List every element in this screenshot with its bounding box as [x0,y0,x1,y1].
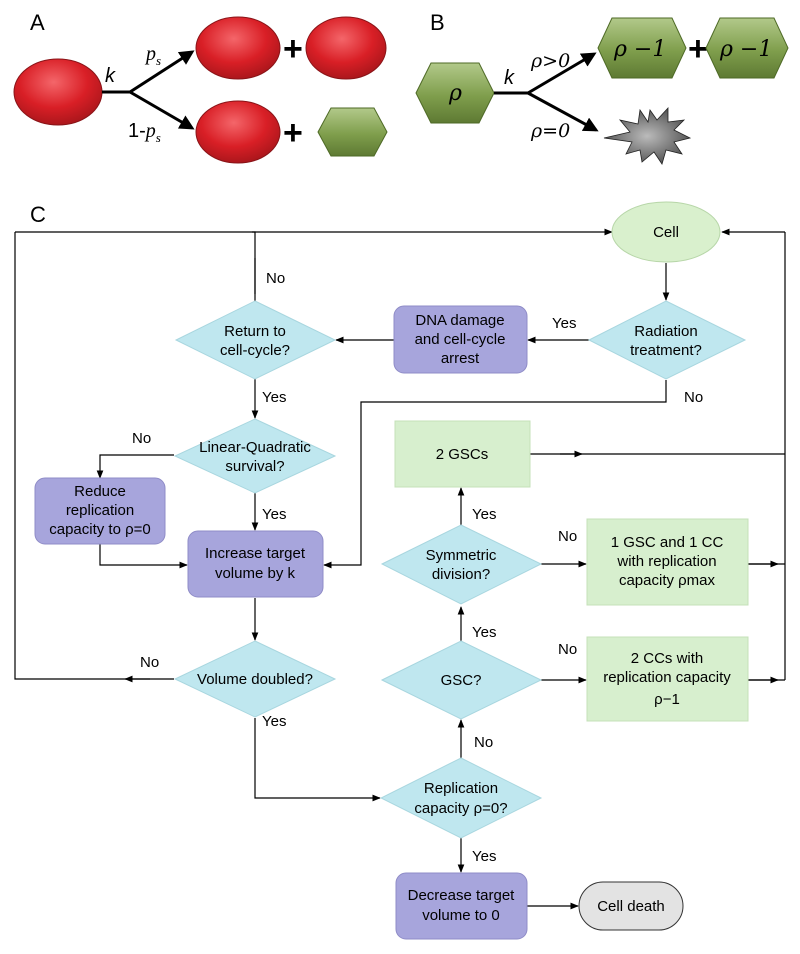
panel-b-cond-upper: ρ>0 [530,50,570,72]
svg-text:Increase target: Increase target [205,545,306,562]
panel-b-parent: ρ [448,81,462,106]
edge-radiation-no [323,380,667,569]
node-return-cell-cycle: Return to cell-cycle? [174,300,337,380]
edge-volume-replication [254,718,381,802]
svg-text:replication: replication [66,502,134,519]
panel-a-rate: k [105,65,116,87]
svg-text:ρ−1: ρ−1 [654,691,680,708]
panel-b-child-2: ρ −1 [719,37,772,62]
node-cell: Cell [611,201,721,263]
svg-text:Linear-Quadratic: Linear-Quadratic [199,439,311,456]
label-radiation-no: No [684,389,703,406]
svg-text:replication capacity: replication capacity [603,669,731,686]
edge-a-lower [129,90,195,130]
label-lq-no: No [132,430,151,447]
node-cell-text: Cell [653,224,679,241]
node-symmetric-division: Symmetric division? [380,524,543,605]
edge-reduce-increase [99,544,188,569]
label-lq-yes: Yes [262,506,286,523]
node-radiation: Radiation treatment? [587,300,747,380]
node-two-ccs: 2 CCs with replication capacity ρ−1 [586,636,749,722]
svg-text:survival?: survival? [225,458,284,475]
flow-edges [14,228,786,910]
svg-text:cell-cycle?: cell-cycle? [220,342,290,359]
svg-text:Symmetric: Symmetric [426,547,497,564]
label-gsc-yes: Yes [472,624,496,641]
panel-b-label: B [430,10,445,35]
svg-text:division?: division? [432,566,490,583]
label-symmetric-yes: Yes [472,506,496,523]
svg-text:Replication: Replication [424,780,498,797]
label-replication-yes: Yes [472,848,496,865]
label-radiation-yes: Yes [552,315,576,332]
panel-a-upper-prob: ps [144,43,161,68]
svg-text:Cell death: Cell death [597,898,665,915]
panel-b-child-1: ρ −1 [613,37,666,62]
label-gsc-no: No [558,641,577,658]
daughter-red-cell-2 [305,16,387,80]
svg-text:Reduce: Reduce [74,483,126,500]
node-gsc-and-cc: 1 GSC and 1 CC with replication capacity… [586,518,749,606]
panel-b-rate: k [504,67,515,89]
edge-b-upper [527,52,597,95]
node-cell-death: Cell death [578,881,684,931]
svg-text:with replication: with replication [616,553,716,570]
node-reduce-capacity: Reduce replication capacity to ρ=0 [34,477,166,545]
cell-death-star-icon [603,106,692,165]
label-replication-no: No [474,734,493,751]
svg-text:GSC?: GSC? [441,672,482,689]
panel-a-lower-prob: 1-ps [128,120,161,145]
child-cell-1 [597,17,687,79]
label-symmetric-no: No [558,528,577,545]
panel-b-cond-lower: ρ=0 [530,120,570,142]
daughter-red-cell-3 [195,100,281,164]
node-two-gscs: 2 GSCs [394,420,531,488]
svg-text:treatment?: treatment? [630,342,702,359]
svg-text:capacity ρ=0?: capacity ρ=0? [414,800,507,817]
svg-text:2 GSCs: 2 GSCs [436,446,489,463]
svg-text:arrest: arrest [441,350,480,367]
svg-text:2 CCs with: 2 CCs with [631,650,704,667]
daughter-red-cell-1 [195,16,281,80]
node-increase-volume: Increase target volume by k [187,530,324,598]
panel-c-label: C [30,202,46,227]
label-return-no: No [266,270,285,287]
plus-a-upper: + [283,30,303,68]
parent-cell-red [13,58,103,126]
node-linear-quadratic: Linear-Quadratic survival? [173,418,337,494]
edge-volume-no [14,232,174,680]
panel-a-label: A [30,10,45,35]
svg-text:Return to: Return to [224,323,286,340]
plus-b: + [688,30,708,68]
node-gsc-question: GSC? [380,640,543,720]
plus-a-lower: + [283,114,303,152]
svg-text:capacity to ρ=0: capacity to ρ=0 [49,521,151,538]
svg-text:Radiation: Radiation [634,323,697,340]
svg-text:capacity ρmax: capacity ρmax [619,572,716,589]
node-replication-capacity: Replication capacity ρ=0? [379,757,543,839]
child-cell-2 [705,17,789,79]
node-volume-doubled: Volume doubled? [173,640,337,718]
svg-text:Decrease target: Decrease target [408,887,516,904]
edge-b-lower [527,91,599,132]
label-volume-yes: Yes [262,713,286,730]
svg-text:DNA damage: DNA damage [415,312,504,329]
daughter-green-cell [317,107,388,157]
label-volume-no: No [140,654,159,671]
edge-a-upper [129,50,195,94]
label-return-yes: Yes [262,389,286,406]
svg-text:Volume doubled?: Volume doubled? [197,671,313,688]
svg-text:1 GSC and 1 CC: 1 GSC and 1 CC [611,534,724,551]
node-decrease-volume: Decrease target volume to 0 [395,872,528,940]
node-dna-damage: DNA damage and cell-cycle arrest [393,305,528,374]
svg-text:volume by k: volume by k [215,565,296,582]
svg-text:and cell-cycle: and cell-cycle [415,331,506,348]
svg-text:volume to 0: volume to 0 [422,907,500,924]
edge-lq-reduce [96,454,174,479]
